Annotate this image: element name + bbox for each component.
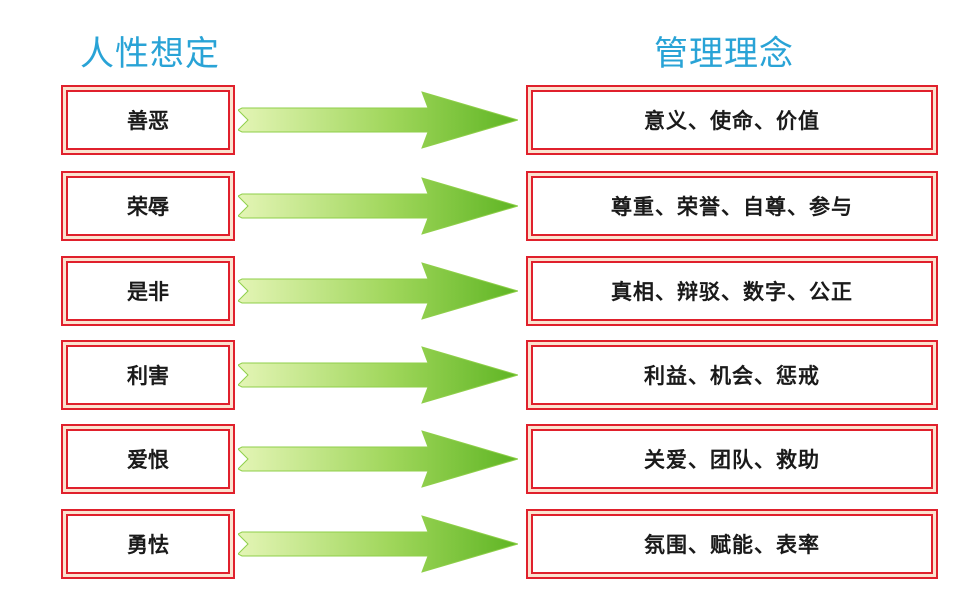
mapping-row: 是非 真相、辩驳、数字、公正	[0, 255, 972, 325]
human-nature-label: 勇怯	[127, 533, 169, 557]
human-nature-label: 善恶	[127, 109, 169, 133]
right-arrow-icon	[238, 177, 518, 235]
management-concept-label: 利益、机会、惩戒	[644, 364, 820, 388]
human-nature-label: 爱恨	[127, 448, 169, 472]
management-concept-box: 真相、辩驳、数字、公正	[531, 261, 933, 321]
management-concept-box: 尊重、荣誉、自尊、参与	[531, 176, 933, 236]
left-column-header: 人性想定	[80, 34, 220, 74]
human-nature-box: 善恶	[66, 90, 230, 150]
management-concept-box: 意义、使命、价值	[531, 90, 933, 150]
human-nature-label: 利害	[127, 364, 169, 388]
human-nature-label: 是非	[127, 280, 169, 304]
human-nature-box: 勇怯	[66, 514, 230, 574]
mapping-row: 利害 利益、机会、惩戒	[0, 339, 972, 409]
right-arrow-icon	[238, 262, 518, 320]
human-nature-box: 利害	[66, 345, 230, 405]
management-concept-box: 利益、机会、惩戒	[531, 345, 933, 405]
management-concept-label: 关爱、团队、救助	[644, 448, 820, 472]
mapping-row: 爱恨 关爱、团队、救助	[0, 423, 972, 493]
management-concept-label: 真相、辩驳、数字、公正	[611, 280, 853, 304]
management-concept-label: 意义、使命、价值	[644, 109, 820, 133]
mapping-row: 荣辱 尊重、荣誉、自尊、参与	[0, 170, 972, 240]
right-column-header: 管理理念	[654, 34, 794, 74]
right-arrow-icon	[238, 430, 518, 488]
human-nature-box: 是非	[66, 261, 230, 321]
mapping-row: 勇怯 氛围、赋能、表率	[0, 508, 972, 578]
management-concept-box: 氛围、赋能、表率	[531, 514, 933, 574]
human-nature-label: 荣辱	[127, 195, 169, 219]
right-arrow-icon	[238, 515, 518, 573]
mapping-row: 善恶 意义、使命、价值	[0, 84, 972, 154]
management-concept-label: 尊重、荣誉、自尊、参与	[611, 195, 853, 219]
human-nature-box: 爱恨	[66, 429, 230, 489]
management-concept-box: 关爱、团队、救助	[531, 429, 933, 489]
management-concept-label: 氛围、赋能、表率	[644, 533, 820, 557]
human-nature-box: 荣辱	[66, 176, 230, 236]
right-arrow-icon	[238, 91, 518, 149]
right-arrow-icon	[238, 346, 518, 404]
